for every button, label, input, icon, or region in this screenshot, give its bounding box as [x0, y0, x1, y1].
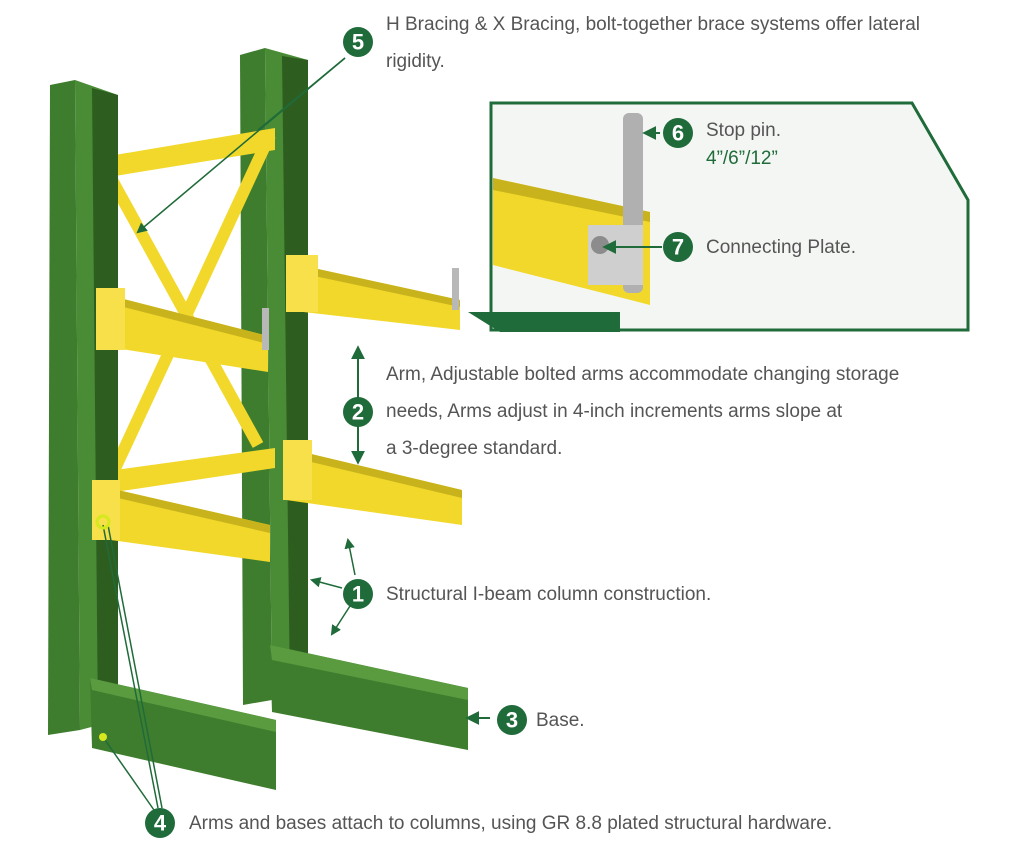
badge-4-label: 4 [154, 811, 167, 836]
callout-5-text: H Bracing & X Bracing, bolt-together bra… [386, 6, 920, 80]
front-column [48, 80, 118, 735]
callout-4-text: Arms and bases attach to columns, using … [189, 805, 832, 842]
callout-1-text: Structural I-beam column construction. [386, 576, 711, 613]
front-base [90, 678, 276, 790]
callout-2-text: Arm, Adjustable bolted arms accommodate … [386, 356, 899, 467]
rear-base [270, 645, 468, 750]
arms [92, 255, 462, 562]
callout-3-text: Base. [536, 702, 585, 739]
inset-detail-box [468, 101, 970, 332]
badge-5: 5 [343, 27, 373, 57]
callout-2-line-1: Arm, Adjustable bolted arms accommodate … [386, 364, 900, 385]
callout-7-text: Connecting Plate. [706, 229, 856, 266]
badge-1-label: 1 [352, 582, 364, 607]
callout-1-line-1: Structural I-beam column construction. [386, 584, 712, 605]
badge-1: 1 [343, 579, 373, 609]
badge-2-label: 2 [352, 400, 364, 425]
x-bracing [106, 128, 276, 492]
badge-6: 6 [663, 118, 693, 148]
badge-7-label: 7 [672, 235, 684, 260]
callout-6-line-1: Stop pin. [706, 120, 781, 141]
callout-6-line-2: 4”/6”/12” [706, 148, 778, 169]
badge-5-label: 5 [352, 30, 364, 55]
leader-lines [95, 57, 662, 811]
badge-3: 3 [497, 705, 527, 735]
callout-6-text: Stop pin. 4”/6”/12” [706, 117, 781, 173]
callout-2-line-3: a 3-degree standard. [386, 438, 563, 459]
callout-3-line-1: Base. [536, 710, 585, 731]
badge-4: 4 [145, 808, 175, 838]
callout-5-line-1: H Bracing & X Bracing, bolt-together bra… [386, 14, 921, 35]
badge-7: 7 [663, 232, 693, 262]
callout-5-line-2: rigidity. [386, 51, 445, 72]
callout-7-line-1: Connecting Plate. [706, 237, 856, 258]
callout-2-line-2: needs, Arms adjust in 4-inch increments … [386, 401, 843, 422]
badge-6-label: 6 [672, 121, 684, 146]
callout-4-line-1: Arms and bases attach to columns, using … [189, 813, 833, 834]
badge-3-label: 3 [506, 708, 518, 733]
badge-2: 2 [343, 397, 373, 427]
